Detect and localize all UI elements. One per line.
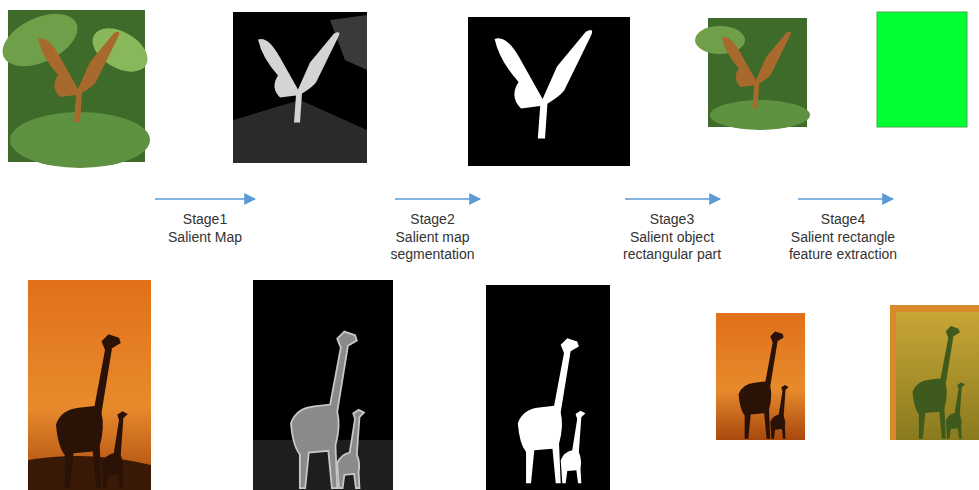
stage-name: Stage1 (160, 211, 250, 228)
butterfly-photo (0, 3, 155, 168)
salient-rectangle-crop (695, 18, 810, 130)
stage-name: Stage3 (617, 211, 727, 228)
stage-name: Stage2 (385, 211, 480, 228)
segmentation-mask (468, 17, 630, 166)
segmentation-mask (486, 285, 610, 490)
stage-description: Salient map segmentation (385, 229, 480, 263)
stage-description: Salient rectangle feature extraction (784, 229, 902, 263)
salient-map (253, 280, 393, 490)
stage-name: Stage4 (784, 211, 902, 228)
salient-map (233, 12, 367, 163)
stage-description: Salient Map (160, 229, 250, 246)
feature-rectangle (877, 12, 967, 127)
giraffe-photo (28, 280, 151, 490)
stage-description: Salient object rectangular part (617, 229, 727, 263)
stage-arrow (155, 198, 893, 200)
salient-rectangle-crop (716, 313, 805, 440)
feature-overlay (890, 305, 979, 440)
